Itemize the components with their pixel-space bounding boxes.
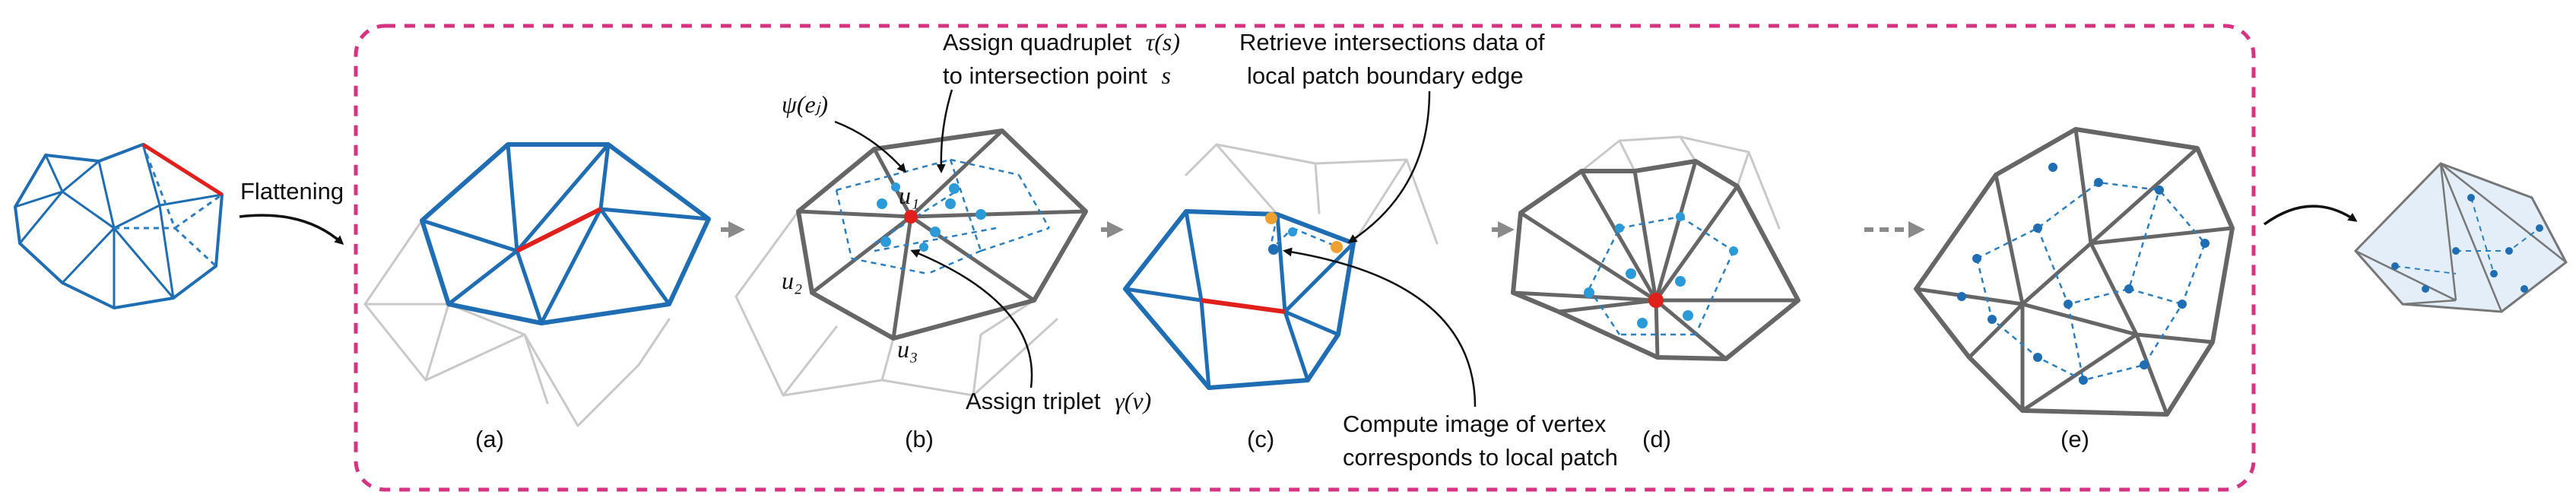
mesh-a <box>363 142 711 427</box>
mesh-b <box>734 128 1088 397</box>
label-psi-ej: ψ(eⱼ) <box>782 90 828 118</box>
quadruplet-pointer <box>936 89 953 173</box>
output-mesh <box>2353 162 2568 313</box>
vertex-v <box>904 210 918 224</box>
orange-intersection-1 <box>1265 212 1277 224</box>
caption-b: (b) <box>905 426 934 452</box>
mesh-c <box>1123 143 1439 390</box>
intersection-points-output <box>2391 194 2543 293</box>
retrieve-pointer <box>1347 90 1431 243</box>
retrieve-line1: Retrieve intersections data of <box>1239 29 1545 56</box>
label-u2: u₂ <box>782 267 802 294</box>
caption-e: (e) <box>2060 426 2089 452</box>
caption-c: (c) <box>1247 426 1274 452</box>
orange-intersection-2 <box>1331 241 1343 253</box>
mesh-e <box>1914 127 2235 417</box>
psi-pointer <box>834 120 906 173</box>
vertex-image-c <box>1268 244 1279 255</box>
output-arrow <box>2263 205 2358 226</box>
assign-quadruplet-line1: Assign quadruplet τ(s) <box>943 28 1180 56</box>
compute-pointer <box>1283 247 1477 408</box>
intersection-points-e <box>1957 163 2210 385</box>
flattening-arrow <box>239 214 344 246</box>
local-patch-frame <box>354 24 2256 492</box>
caption-d: (d) <box>1642 426 1671 452</box>
intersection-points-d <box>1584 212 1738 328</box>
label-u3: u₃ <box>897 335 918 363</box>
assign-quadruplet-line2: to intersection point s <box>943 62 1171 89</box>
vertex-d <box>1648 293 1664 308</box>
compute-line2: corresponds to local patch <box>1343 444 1618 471</box>
label-u1: u₁ <box>899 182 919 209</box>
triplet-pointer <box>910 249 1033 389</box>
intersection-c <box>1288 227 1297 236</box>
intersection-points-b <box>877 182 986 252</box>
caption-a: (a) <box>475 426 504 452</box>
compute-line1: Compute image of vertex <box>1343 411 1607 437</box>
mesh-d <box>1511 135 1800 361</box>
retrieve-line2: local patch boundary edge <box>1247 62 1524 89</box>
flattening-label: Flattening <box>240 178 344 205</box>
assign-triplet-label: Assign triplet γ(v) <box>966 387 1151 414</box>
input-mesh <box>14 142 224 309</box>
